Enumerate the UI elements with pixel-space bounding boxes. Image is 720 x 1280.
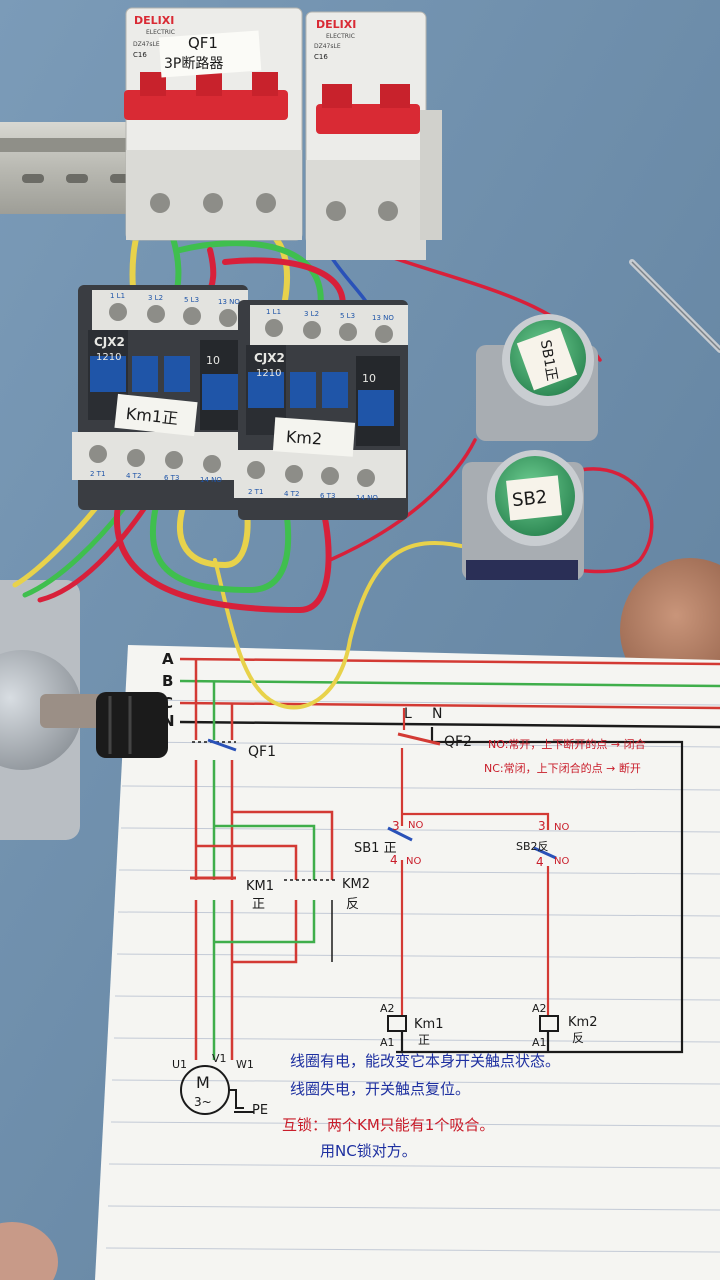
- km2-coil-sub: 反: [572, 1031, 584, 1045]
- note-line-4: 用NC锁对方。: [320, 1142, 417, 1160]
- km1-bottom-terminal: 2 T1: [90, 470, 105, 478]
- qf1-tag-sub: 3P断路器: [164, 56, 223, 72]
- km1-model: CJX2: [94, 335, 125, 349]
- km1-bottom-terminal: 6 T3: [164, 474, 179, 482]
- qf1-rating: C16: [133, 51, 147, 59]
- sb1-contact-bottom: 4: [390, 853, 398, 867]
- km2-bottom-terminal: 2 T1: [248, 488, 263, 496]
- breaker-qf1: [124, 7, 303, 241]
- km2-power-label: KM2: [342, 877, 370, 892]
- n-label: N: [432, 706, 442, 722]
- breaker-qf2: [305, 11, 442, 260]
- km1-bottom-terminal: 4 T2: [126, 472, 141, 480]
- km2-rating: 1210: [256, 368, 281, 379]
- km1-power-label: KM1: [246, 879, 274, 894]
- bus-label-b: B: [162, 672, 173, 690]
- push-button-sb2: [462, 450, 584, 580]
- qf1-brand: DELIXI: [134, 14, 174, 27]
- screwdriver: [629, 259, 720, 353]
- sb2-tag: SB2: [511, 487, 548, 512]
- sb1-no-top: NO: [408, 820, 423, 831]
- sb1-no-bottom: NO: [406, 856, 421, 867]
- main-circuit: [190, 659, 336, 1060]
- km2-coil-label: Km2: [568, 1015, 597, 1030]
- sb2-contact-top: 3: [538, 819, 546, 833]
- qf2-brand: DELIXI: [316, 18, 356, 31]
- km1-top-terminal: 5 L3: [184, 296, 199, 304]
- km1-coil-label: Km1: [414, 1017, 443, 1032]
- motor-symbol: [180, 1065, 254, 1115]
- qf2-label: QF2: [444, 734, 472, 750]
- coil-km2: [539, 1015, 559, 1032]
- wiring-diagram-paper: [95, 645, 720, 1280]
- km2-top-terminal: 1 L1: [266, 308, 281, 316]
- motor-label-3: 3~: [194, 1095, 212, 1109]
- motor-label-m: M: [196, 1073, 210, 1092]
- note-line-3: 互锁：两个KM只能有1个吸合。: [282, 1116, 494, 1134]
- km1-coil-a2: A2: [380, 1002, 395, 1015]
- qf2-brand-sub: ELECTRIC: [326, 33, 355, 40]
- km1-rating: 1210: [96, 352, 121, 363]
- push-button-sb1: [476, 314, 598, 441]
- bus-label-a: A: [162, 650, 174, 668]
- km2-tag: Km2: [285, 427, 323, 448]
- sb1-label: SB1 正: [354, 841, 397, 856]
- km2-power-sub: 反: [346, 897, 359, 912]
- km2-bottom-terminal: 14 NO: [356, 494, 378, 502]
- qf2-rating: C16: [314, 53, 328, 61]
- km2-bottom-terminal: 6 T3: [320, 492, 335, 500]
- km1-bottom-terminal: 14 NO: [200, 476, 222, 484]
- km1-top-terminal: 13 NO: [218, 298, 240, 306]
- bus-lines: [179, 657, 720, 729]
- qf1-label: QF1: [248, 744, 276, 760]
- km1-power-sub: 正: [252, 897, 265, 912]
- qf2-model: DZ47sLE: [314, 43, 341, 50]
- l-label: L: [404, 706, 412, 722]
- note-line-1: 线圈有电，能改变它本身开关触点状态。: [290, 1052, 560, 1070]
- contactor-km2: [234, 300, 408, 520]
- qf1-model: DZ47sLE: [133, 41, 160, 48]
- motor-w1: W1: [236, 1058, 254, 1071]
- no-note: NO:常开，上下断开的点 → 闭合: [488, 737, 646, 751]
- motor-v1: V1: [212, 1052, 227, 1065]
- km1-top-terminal: 3 L2: [148, 294, 163, 302]
- km1-top-terminal: 1 L1: [110, 292, 125, 300]
- control-circuit: [387, 708, 684, 1054]
- km1-coil-sub: 正: [418, 1033, 430, 1047]
- km1-coil-a1: A1: [380, 1036, 395, 1049]
- km2-coil-a2: A2: [532, 1002, 547, 1015]
- motor-housing: [0, 580, 168, 840]
- qf1-brand-sub: ELECTRIC: [146, 29, 175, 36]
- sb2-label: SB2反: [516, 840, 549, 853]
- km2-top-terminal: 3 L2: [304, 310, 319, 318]
- km1-aux: 10: [206, 354, 220, 367]
- qf1-tag: QF1: [188, 34, 218, 52]
- sb1-tag: SB1正: [537, 339, 560, 383]
- coil-km1: [387, 1015, 407, 1032]
- km2-model: CJX2: [254, 351, 285, 365]
- sb1-contact-top: 3: [392, 819, 400, 833]
- nc-note: NC:常闭，上下闭合的点 → 断开: [484, 761, 641, 775]
- km2-top-terminal: 5 L3: [340, 312, 355, 320]
- pe-label: PE: [252, 1103, 268, 1118]
- note-line-2: 线圈失电，开关触点复位。: [290, 1080, 470, 1098]
- km2-top-terminal: 13 NO: [372, 314, 394, 322]
- km2-coil-a1: A1: [532, 1036, 547, 1049]
- motor-u1: U1: [172, 1058, 187, 1071]
- contactor-km1: [72, 285, 248, 510]
- sb2-no-bottom: NO: [554, 856, 569, 867]
- sb2-contact-bottom: 4: [536, 855, 544, 869]
- sb2-no-top: NO: [554, 822, 569, 833]
- km2-aux: 10: [362, 372, 376, 385]
- km2-bottom-terminal: 4 T2: [284, 490, 299, 498]
- hand: [0, 1222, 58, 1280]
